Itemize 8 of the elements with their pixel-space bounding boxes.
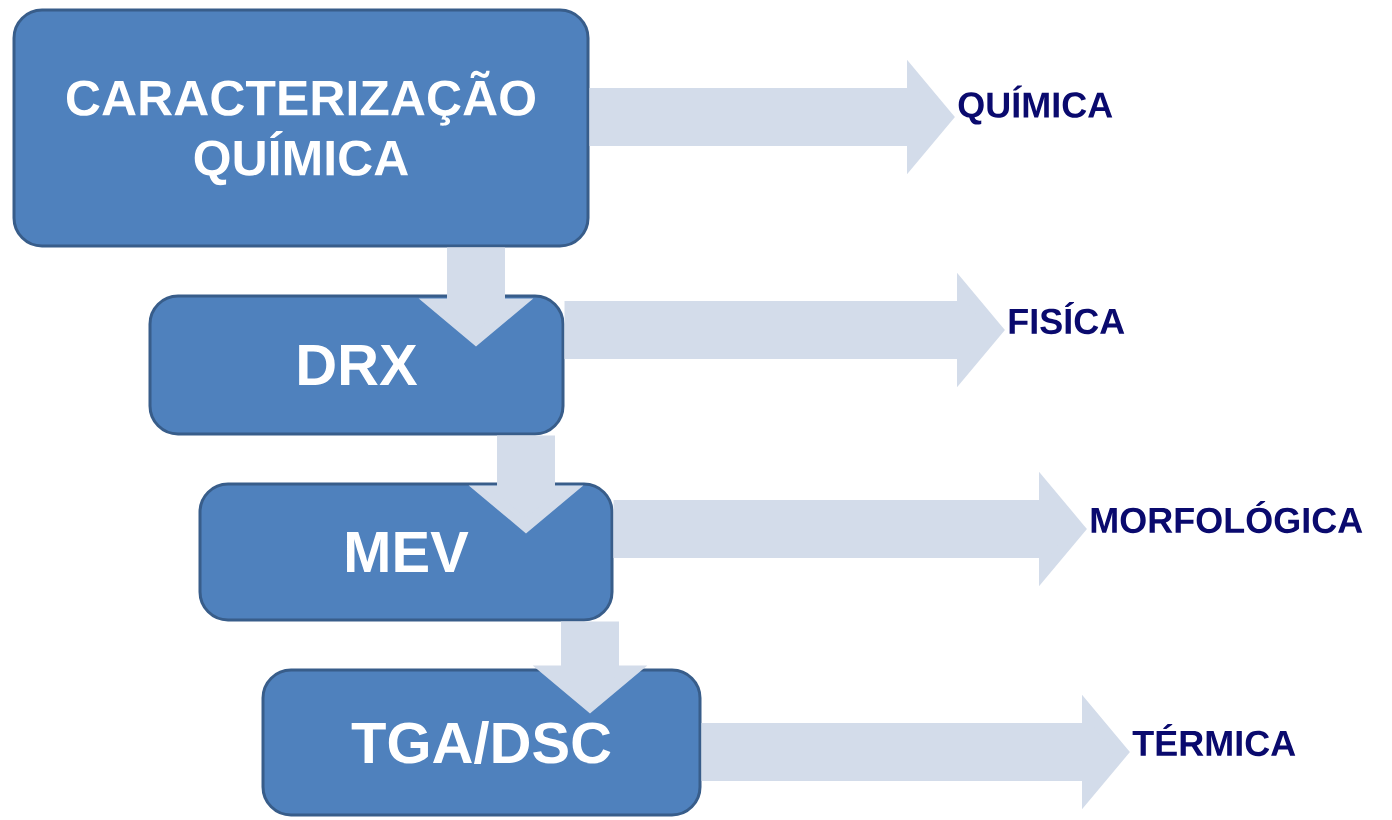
category-label: TÉRMICA [1132, 723, 1296, 757]
category-label: FISÍCA [1009, 301, 1125, 335]
process-box: TGA/DSC [261, 668, 702, 817]
category-label: QUÍMICA [958, 85, 1113, 125]
process-box: DRX [148, 294, 565, 436]
process-box: MEV [198, 482, 614, 622]
category-label: MORFOLÓGICA [1091, 500, 1363, 534]
process-box: CARACTERIZAÇÃO QUÍMICA [12, 8, 590, 248]
